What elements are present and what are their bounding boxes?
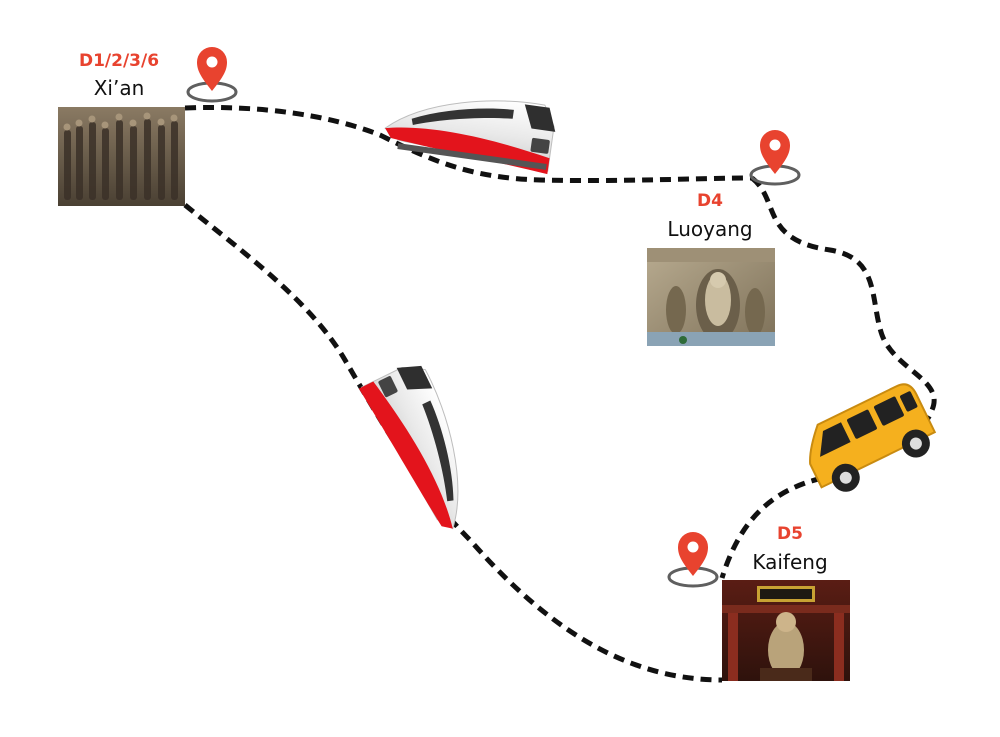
pin-kaifeng[interactable]	[667, 532, 719, 588]
kaifeng-city-label: Kaifeng	[752, 550, 828, 574]
xian-day-label: D1/2/3/6	[78, 51, 160, 71]
longmen-grottoes-photo	[647, 248, 775, 346]
luoyang-city-label: Luoyang	[667, 217, 753, 241]
xian-city-label: Xi’an	[93, 76, 145, 100]
kaifeng-temple-photo	[722, 580, 850, 681]
route-xian-luoyang	[184, 104, 753, 184]
luoyang-day-label: D4	[697, 191, 723, 211]
pin-luoyang[interactable]	[749, 130, 801, 186]
high-speed-train-icon	[384, 100, 556, 175]
van-icon	[809, 383, 937, 492]
terracotta-warriors-photo	[58, 107, 185, 206]
high-speed-train-icon	[358, 365, 459, 530]
kaifeng-day-label: D5	[777, 524, 803, 544]
route-kaifeng-xian	[183, 203, 723, 683]
pin-xian[interactable]	[186, 47, 238, 103]
route-luoyang-kaifeng	[719, 176, 937, 579]
